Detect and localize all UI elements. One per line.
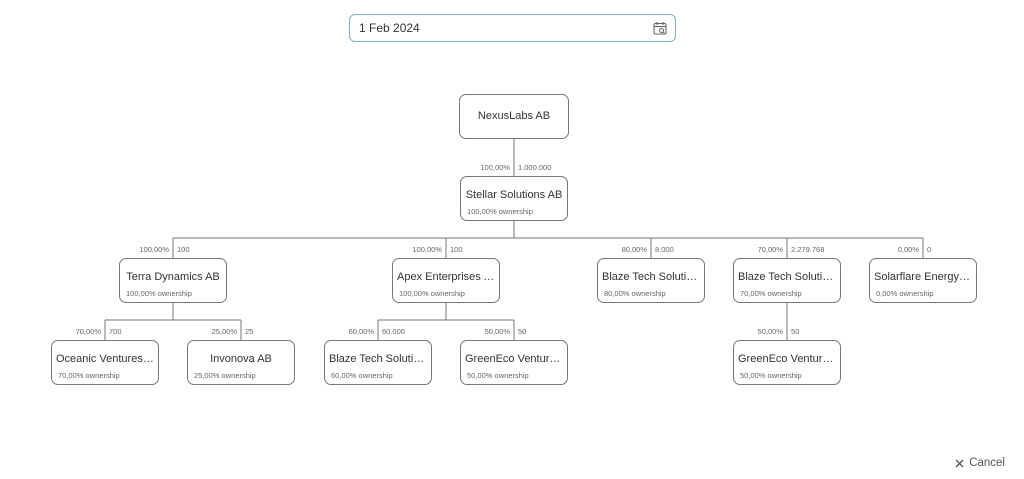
- ownership-text: 70,00% ownership: [740, 289, 802, 298]
- ownership-text: 100,00% ownership: [399, 289, 465, 298]
- edge-percent-label: 100,00%: [139, 245, 169, 254]
- company-node[interactable]: Invonova AB 25,00% ownership: [187, 340, 295, 385]
- company-name: Blaze Tech Solution...: [329, 353, 427, 365]
- company-name: Invonova AB: [210, 353, 272, 365]
- edge-shares-label: 2.279.768: [791, 245, 825, 254]
- ownership-text: 70,00% ownership: [58, 371, 120, 380]
- edge-percent-label: 60,00%: [348, 327, 374, 336]
- edge-percent-label: 70,00%: [757, 245, 783, 254]
- edge-shares-label: 700: [109, 327, 122, 336]
- company-node[interactable]: Solarflare Energy Ltd. 0,00% ownership: [869, 258, 977, 303]
- company-node[interactable]: Stellar Solutions AB 100,00% ownership: [460, 176, 568, 221]
- calendar-icon[interactable]: [653, 21, 667, 35]
- edge-percent-label: 70,00%: [75, 327, 101, 336]
- company-name: Apex Enterprises AS: [397, 271, 495, 283]
- edge-shares-label: 60.000: [382, 327, 405, 336]
- company-name: Blaze Tech Solution...: [738, 271, 836, 283]
- company-node[interactable]: GreenEco Ventures... 50,00% ownership: [460, 340, 568, 385]
- edge-percent-label: 100,00%: [412, 245, 442, 254]
- cancel-button[interactable]: Cancel: [955, 457, 1005, 469]
- edge-shares-label: 25: [245, 327, 254, 336]
- company-node[interactable]: Apex Enterprises AS 100,00% ownership: [392, 258, 500, 303]
- company-node[interactable]: Blaze Tech Solution... 70,00% ownership: [733, 258, 841, 303]
- company-node[interactable]: Blaze Tech Solution... 60,00% ownership: [324, 340, 432, 385]
- edge-shares-label: 8.000: [655, 245, 674, 254]
- cancel-label: Cancel: [969, 457, 1005, 469]
- ownership-text: 100,00% ownership: [467, 207, 533, 216]
- company-node[interactable]: Terra Dynamics AB 100,00% ownership: [119, 258, 227, 303]
- ownership-text: 80,00% ownership: [604, 289, 666, 298]
- company-name: GreenEco Ventures...: [465, 353, 563, 365]
- ownership-text: 50,00% ownership: [740, 371, 802, 380]
- edge-percent-label: 50,00%: [484, 327, 510, 336]
- edge-shares-label: 50: [518, 327, 527, 336]
- edge-percent-label: 0,00%: [897, 245, 919, 254]
- edge-percent-label: 80,00%: [621, 245, 647, 254]
- ownership-text: 0,00% ownership: [876, 289, 934, 298]
- edge-shares-label: 50: [791, 327, 800, 336]
- edge-percent-label: 25,00%: [211, 327, 237, 336]
- ownership-text: 50,00% ownership: [467, 371, 529, 380]
- edge-shares-label: 100: [450, 245, 463, 254]
- company-name: NexusLabs AB: [477, 110, 551, 122]
- date-picker-field[interactable]: 1 Feb 2024: [349, 14, 676, 42]
- date-value: 1 Feb 2024: [359, 21, 420, 35]
- company-node[interactable]: GreenEco Ventures... 50,00% ownership: [733, 340, 841, 385]
- ownership-text: 60,00% ownership: [331, 371, 393, 380]
- edge-percent-label: 100,00%: [480, 163, 510, 172]
- company-name: GreenEco Ventures...: [738, 353, 836, 365]
- edge-shares-label: 100: [177, 245, 190, 254]
- company-name: Blaze Tech Solution...: [602, 271, 700, 283]
- company-name: Solarflare Energy Ltd.: [874, 271, 972, 283]
- company-name: Oceanic Ventures AB: [56, 353, 154, 365]
- edge-shares-label: 1.000.000: [518, 163, 552, 172]
- company-name: Terra Dynamics AB: [126, 271, 220, 283]
- company-node-root[interactable]: NexusLabs AB: [459, 94, 569, 139]
- company-node[interactable]: Oceanic Ventures AB 70,00% ownership: [51, 340, 159, 385]
- ownership-text: 25,00% ownership: [194, 371, 256, 380]
- ownership-text: 100,00% ownership: [126, 289, 192, 298]
- edge-percent-label: 50,00%: [757, 327, 783, 336]
- edge-shares-label: 0: [927, 245, 932, 254]
- close-icon: [955, 459, 964, 467]
- company-node[interactable]: Blaze Tech Solution... 80,00% ownership: [597, 258, 705, 303]
- company-name: Stellar Solutions AB: [465, 189, 563, 201]
